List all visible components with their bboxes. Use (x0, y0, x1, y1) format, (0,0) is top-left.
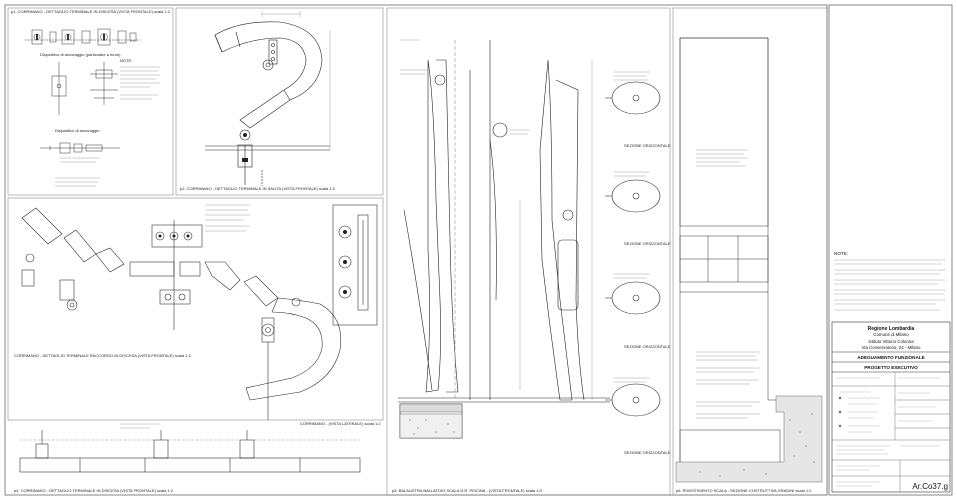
drawing-code: Ar.Co37.g (912, 482, 948, 491)
panel-p1: Dispositivo di ancoraggio (particolare a… (7, 7, 174, 196)
project-phase: PROGETTO ESECUTIVO (864, 365, 918, 370)
label-fissaggio: Dispositivo di ancoraggio (particolare a… (40, 52, 121, 57)
title-column: NOTE: Regione Lombardia Comune di Milano… (831, 251, 951, 493)
region-name: Regione Lombardia (868, 326, 915, 332)
project-subject: ADEGUAMENTO FUNZIONALE (857, 355, 924, 360)
caption-p2: p2. CORRIMANO - DETTAGLIO TERMINALE IN S… (180, 186, 336, 191)
panel-p5: SEZIONE ORIZZONTALE SEZIONE ORIZZONTALE … (386, 7, 671, 496)
label-fissaggio-2: Dispositivo di ancoraggio (55, 128, 100, 133)
panel-p6: p6. RIVESTIMENTO SCALA - SEZIONE COSTRUT… (672, 7, 828, 496)
caption-p5: p5. BALAUSTRA BALLATOIO SCALA H.R. PISCI… (392, 488, 543, 493)
caption-p1: p1. CORRIMANO - DETTAGLIO TERMINALE IN D… (11, 9, 171, 14)
caption-p3b: CORRIMANO - (VISTA LATERALE) scala 1:2 (300, 421, 381, 426)
section-label-4: SEZIONE ORIZZONTALE (624, 450, 671, 455)
caption-p3: CORRIMANO - DETTAGLIO TERMINALE RACCORDO… (14, 353, 192, 358)
notes-heading: NOTE: (834, 251, 848, 256)
caption-p6: p6. RIVESTIMENTO SCALA - SEZIONE COSTRUT… (676, 488, 812, 493)
caption-p4: p4. CORRIMANO - DETTAGLIO TERMINALE IN D… (14, 488, 174, 493)
school-name: Istituto Vittorio Colonna (868, 339, 914, 344)
section-label-2: SEZIONE ORIZZONTALE (624, 241, 671, 246)
panel-p2: p2. CORRIMANO - DETTAGLIO TERMINALE IN S… (175, 7, 384, 196)
section-label-1: SEZIONE ORIZZONTALE (624, 143, 671, 148)
panel-p3: CORRIMANO - DETTAGLIO TERMINALE RACCORDO… (7, 197, 384, 493)
section-label-3: SEZIONE ORIZZONTALE (624, 344, 671, 349)
city-name: Comune di Milano (873, 332, 909, 337)
horizontal-sections (605, 81, 661, 417)
school-address: Via Conservatorio, 24 - Milano (862, 345, 922, 350)
label-note: NOTE: (120, 58, 132, 63)
